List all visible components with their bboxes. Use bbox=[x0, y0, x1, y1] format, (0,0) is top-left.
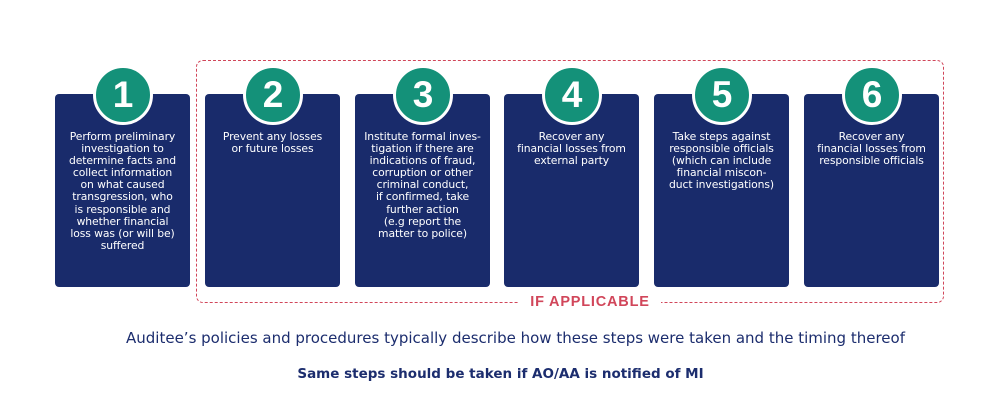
step-card-3: Institute formal inves- tigation if ther… bbox=[355, 94, 490, 287]
step-card-2: Prevent any losses or future losses bbox=[205, 94, 340, 287]
if-applicable-label: IF APPLICABLE bbox=[519, 291, 661, 313]
step-1-text: Perform preliminary investigation to det… bbox=[68, 130, 177, 252]
step-5-number-badge: 5 bbox=[692, 65, 752, 125]
step-4-text: Recover any financial losses from extern… bbox=[517, 130, 626, 168]
step-5-text: Take steps against responsible officials… bbox=[668, 130, 775, 192]
step-card-6: Recover any financial losses from respon… bbox=[804, 94, 939, 287]
step-3-text: Institute formal inves- tigation if ther… bbox=[364, 130, 481, 240]
step-card-5: Take steps against responsible officials… bbox=[654, 94, 789, 287]
step-2-number-badge: 2 bbox=[243, 65, 303, 125]
step-1-number-badge: 1 bbox=[93, 65, 153, 125]
step-3-number-badge: 3 bbox=[393, 65, 453, 125]
step-6-number-badge: 6 bbox=[842, 65, 902, 125]
step-2-text: Prevent any losses or future losses bbox=[222, 130, 323, 156]
policies-note: Auditee’s policies and procedures typica… bbox=[126, 329, 905, 347]
step-card-1: Perform preliminary investigation to det… bbox=[55, 94, 190, 287]
step-card-4: Recover any financial losses from extern… bbox=[504, 94, 639, 287]
same-steps-note: Same steps should be taken if AO/AA is n… bbox=[297, 366, 704, 382]
step-4-number-badge: 4 bbox=[542, 65, 602, 125]
step-6-text: Recover any financial losses from respon… bbox=[817, 130, 926, 168]
